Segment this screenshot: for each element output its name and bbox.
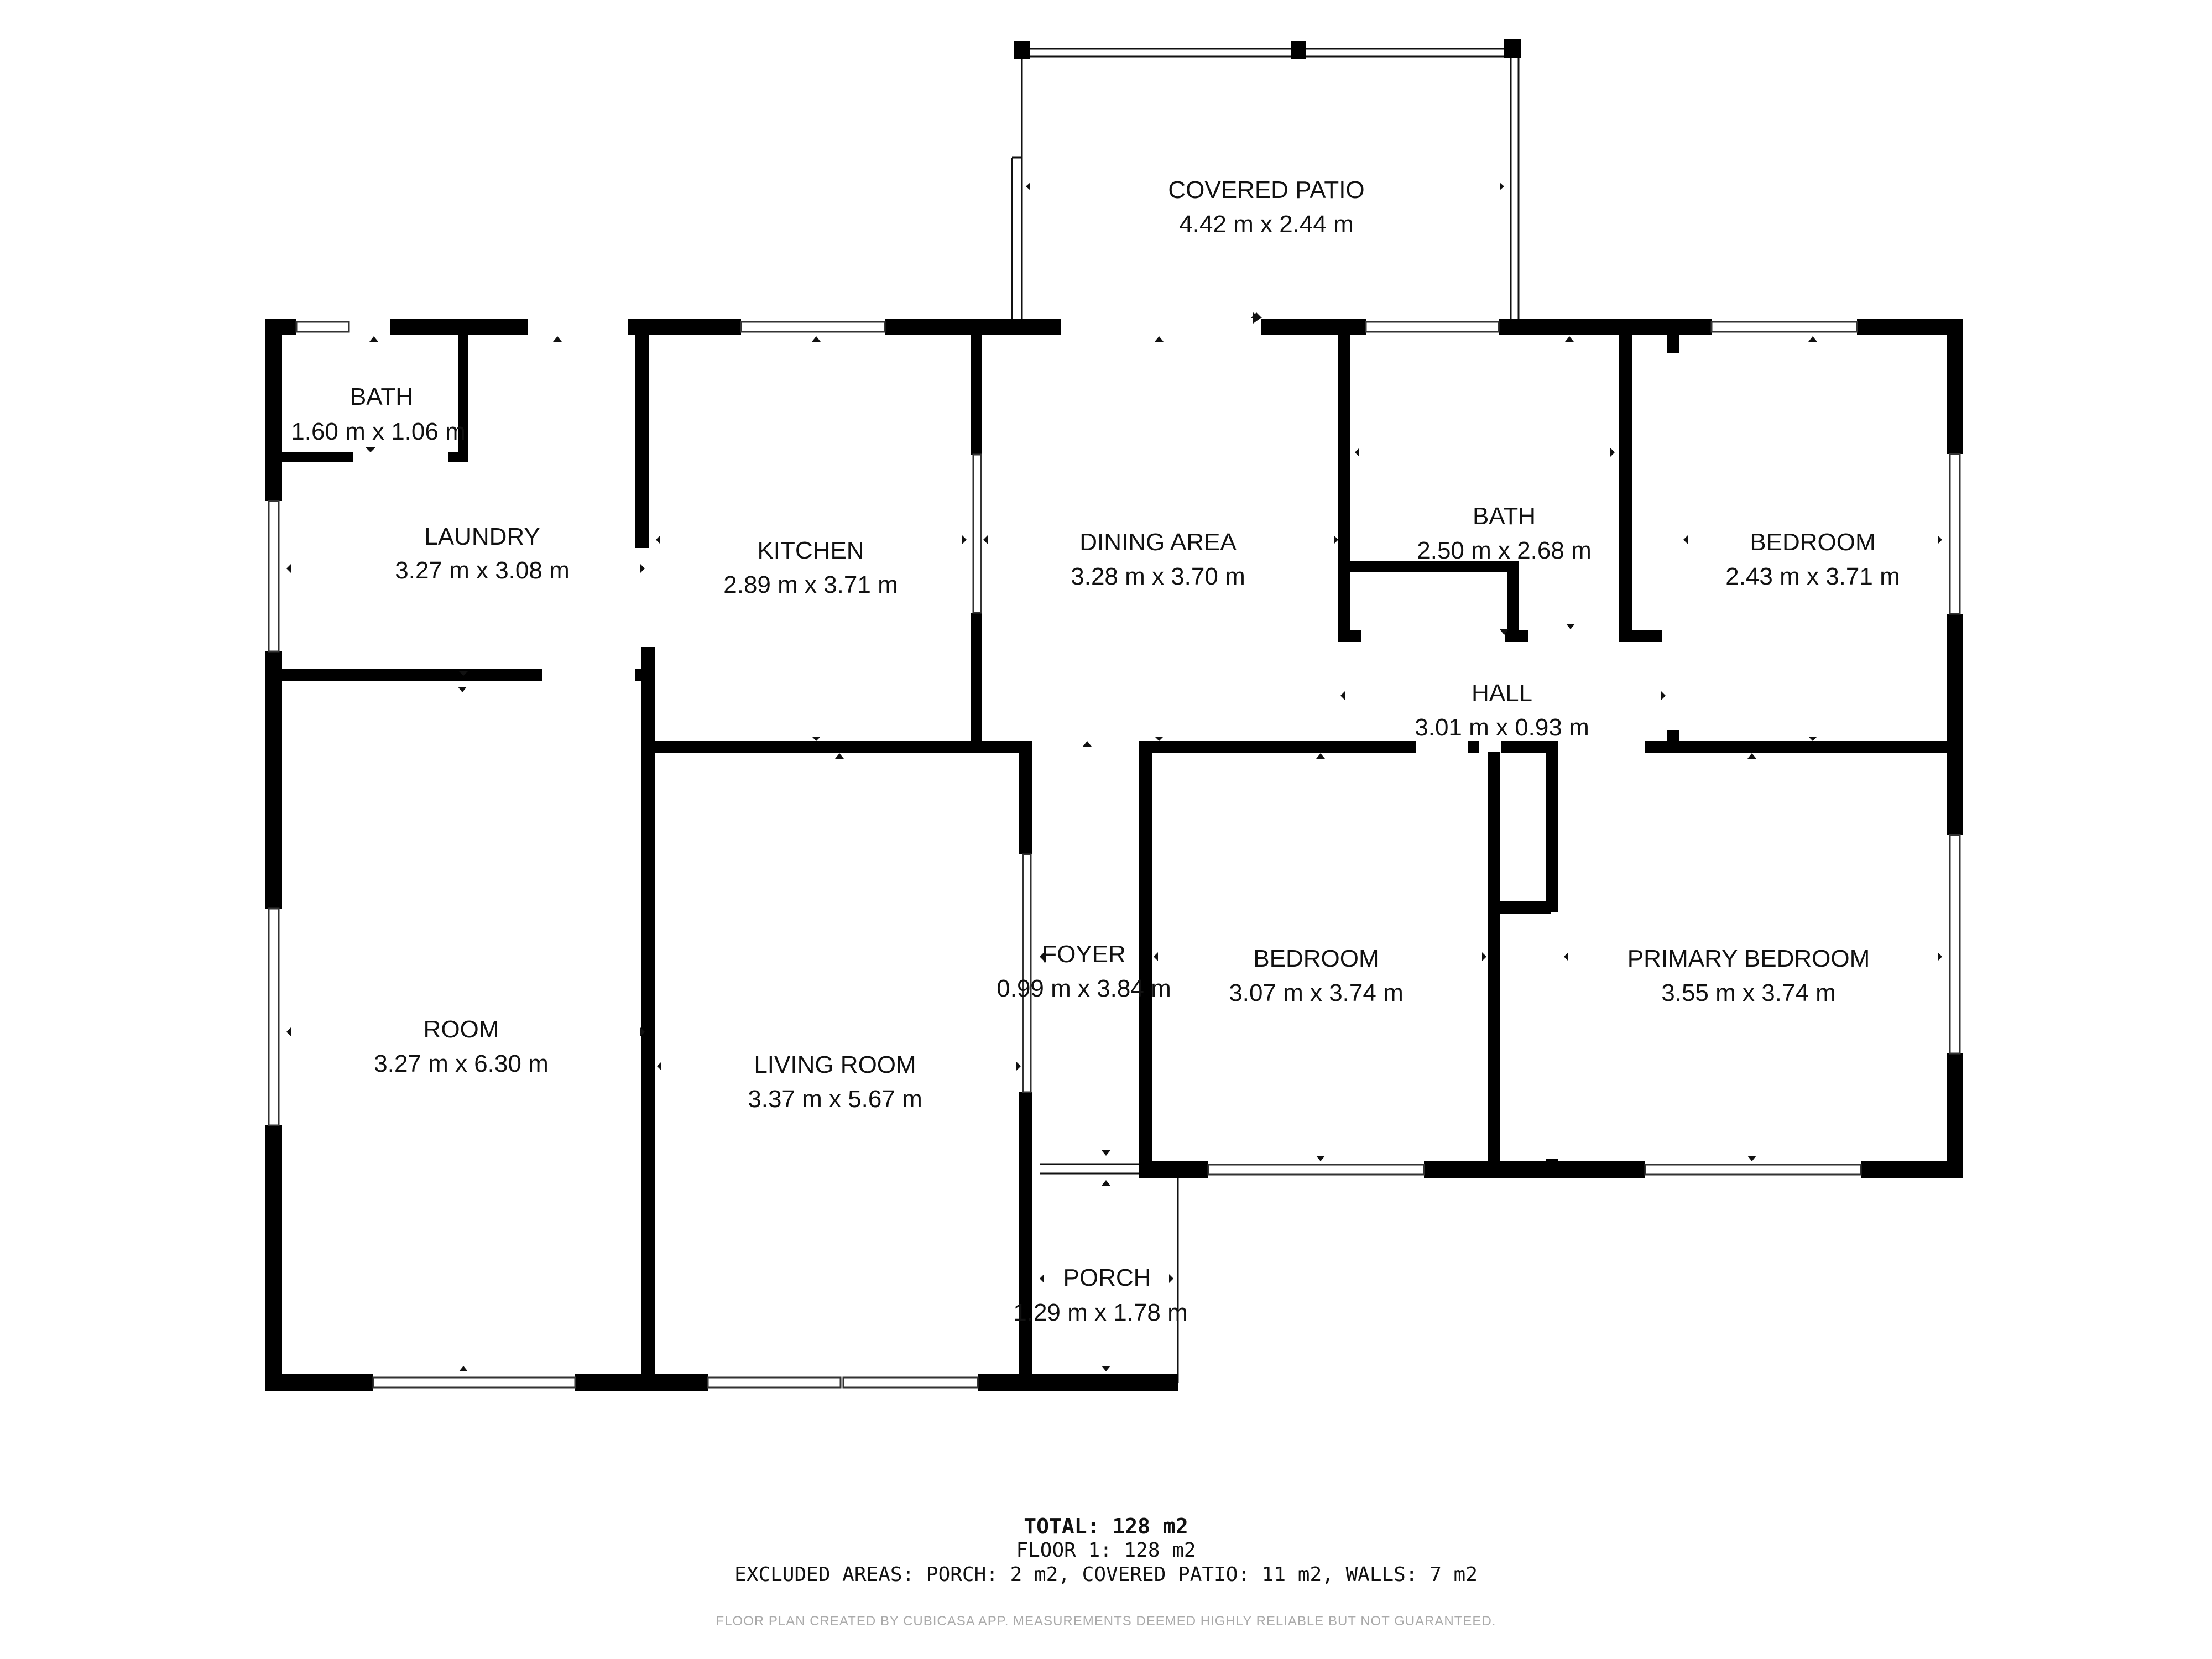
room-hall: HALL 3.01 m x 0.93 m xyxy=(1415,680,1589,741)
room-name: BATH xyxy=(350,383,413,410)
room-primary-bedroom: PRIMARY BEDROOM 3.55 m x 3.74 m xyxy=(1627,945,1870,1006)
room-dimensions: 3.55 m x 3.74 m xyxy=(1661,979,1835,1006)
porch-outline xyxy=(1040,1163,1179,1383)
room-dimensions: 2.50 m x 2.68 m xyxy=(1417,537,1591,564)
room-dimensions: 0.99 m x 3.84 m xyxy=(997,975,1171,1002)
room-dining-area: DINING AREA 3.28 m x 3.70 m xyxy=(1071,529,1245,590)
area-summary: TOTAL: 128 m2 FLOOR 1: 128 m2 EXCLUDED A… xyxy=(0,1514,2212,1587)
room-name: BATH xyxy=(1473,503,1536,530)
disclaimer-text: FLOOR PLAN CREATED BY CUBICASA APP. MEAS… xyxy=(716,1614,1496,1629)
room-room: ROOM 3.27 m x 6.30 m xyxy=(374,1016,548,1077)
room-dimensions: 3.27 m x 6.30 m xyxy=(374,1050,548,1077)
room-name: BEDROOM xyxy=(1750,529,1875,556)
room-dimensions: 3.07 m x 3.74 m xyxy=(1229,979,1403,1006)
covered-patio-outline xyxy=(1011,39,1521,321)
room-porch: PORCH 1.29 m x 1.78 m xyxy=(1013,1264,1187,1326)
room-dimensions: 1.60 m x 1.06 m xyxy=(291,418,465,445)
room-dimensions: 2.89 m x 3.71 m xyxy=(723,571,898,598)
total-area: TOTAL: 128 m2 xyxy=(1024,1514,1188,1538)
room-name: PORCH xyxy=(1063,1264,1151,1291)
room-laundry: LAUNDRY 3.27 m x 3.08 m xyxy=(395,523,569,584)
walls xyxy=(265,319,1963,1391)
room-name: LIVING ROOM xyxy=(754,1051,916,1078)
room-dimensions: 1.29 m x 1.78 m xyxy=(1013,1299,1187,1326)
room-dimensions: 3.27 m x 3.08 m xyxy=(395,557,569,584)
room-covered-patio: COVERED PATIO 4.42 m x 2.44 m xyxy=(1168,176,1364,238)
room-name: BEDROOM xyxy=(1253,945,1379,972)
room-bath-2: BATH 2.50 m x 2.68 m xyxy=(1417,503,1591,564)
room-bedroom-1: BEDROOM 2.43 m x 3.71 m xyxy=(1725,529,1900,590)
room-name: KITCHEN xyxy=(757,537,864,564)
room-dimensions: 3.28 m x 3.70 m xyxy=(1071,563,1245,590)
room-bath-1: BATH 1.60 m x 1.06 m xyxy=(291,383,465,445)
room-name: LAUNDRY xyxy=(424,523,540,550)
room-living-room: LIVING ROOM 3.37 m x 5.67 m xyxy=(748,1051,922,1113)
room-name: PRIMARY BEDROOM xyxy=(1627,945,1870,972)
room-name: COVERED PATIO xyxy=(1168,176,1364,204)
room-bedroom-2: BEDROOM 3.07 m x 3.74 m xyxy=(1229,945,1403,1006)
excluded-areas: EXCLUDED AREAS: PORCH: 2 m2, COVERED PAT… xyxy=(734,1563,1478,1586)
room-dimensions: 3.37 m x 5.67 m xyxy=(748,1086,922,1113)
room-dimensions: 4.42 m x 2.44 m xyxy=(1179,211,1353,238)
room-kitchen: KITCHEN 2.89 m x 3.71 m xyxy=(723,537,898,598)
room-dimensions: 3.01 m x 0.93 m xyxy=(1415,714,1589,741)
room-name: ROOM xyxy=(424,1016,499,1043)
room-dimensions: 2.43 m x 3.71 m xyxy=(1725,563,1900,590)
dimension-arrows xyxy=(286,182,1942,1371)
windows xyxy=(268,321,1961,1389)
room-name: FOYER xyxy=(1042,941,1126,968)
floor-area: FLOOR 1: 128 m2 xyxy=(1016,1539,1196,1562)
room-name: DINING AREA xyxy=(1079,529,1237,556)
room-name: HALL xyxy=(1472,680,1532,707)
room-foyer: FOYER 0.99 m x 3.84 m xyxy=(997,941,1171,1002)
